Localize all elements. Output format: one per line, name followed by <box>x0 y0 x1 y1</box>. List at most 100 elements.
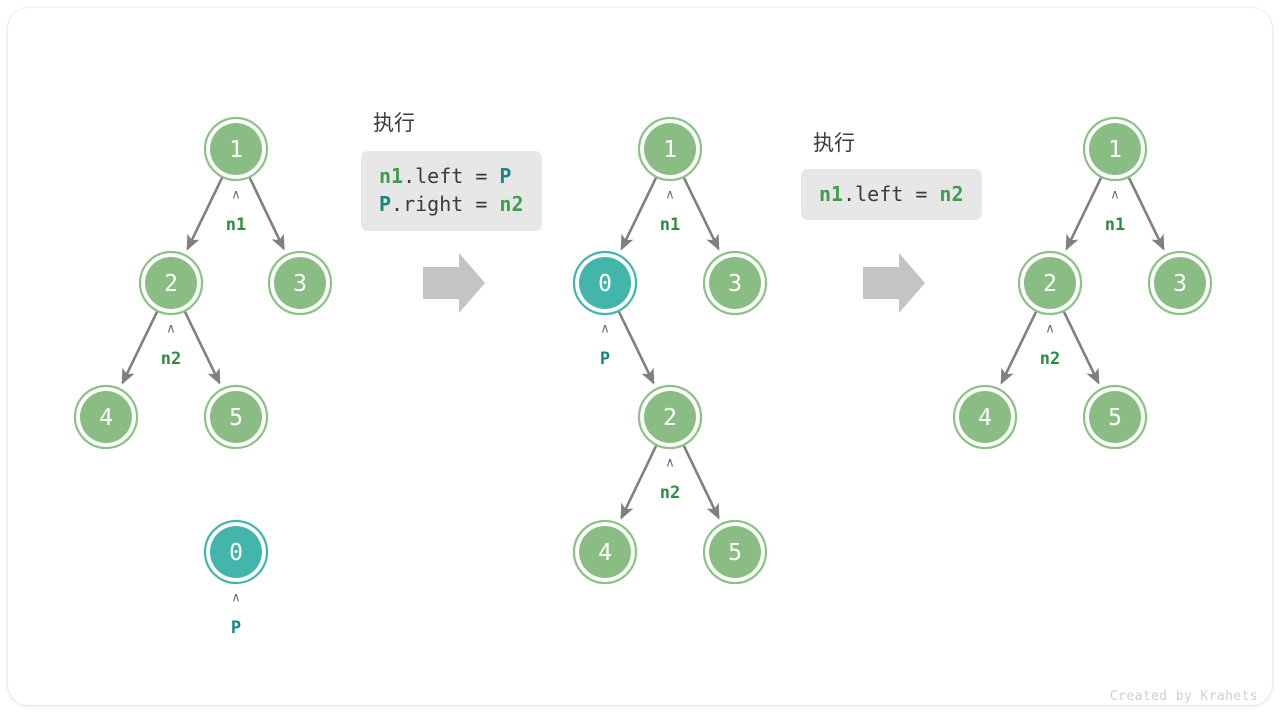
node-pointer-annotation: ∧n1 <box>660 188 680 236</box>
node-outer-ring <box>572 519 638 585</box>
tree-node[interactable]: 3 <box>1147 250 1213 316</box>
node-outer-ring <box>637 384 703 450</box>
node-outer-ring <box>637 116 703 182</box>
node-pointer-annotation: ∧P <box>600 322 610 370</box>
tree-node[interactable]: 5 <box>702 519 768 585</box>
node-value: 4 <box>598 540 612 566</box>
code-token: .left = <box>403 164 500 188</box>
tree-node[interactable]: 1 <box>1082 116 1148 182</box>
node-circle <box>210 526 262 578</box>
node-outer-ring <box>702 250 768 316</box>
tree-node[interactable]: 2 <box>138 250 204 316</box>
tree-edge <box>682 177 720 251</box>
node-pointer-annotation: ∧ n2 <box>161 322 181 370</box>
caret-up-icon: ∧ <box>665 188 675 203</box>
node-circle <box>274 257 326 309</box>
exec-label: 执行 <box>373 111 415 135</box>
tree-edges <box>121 177 285 385</box>
code-line: P.right = n2 <box>379 190 524 218</box>
tree-edge <box>183 311 221 385</box>
node-circle <box>145 257 197 309</box>
node-value: 5 <box>728 540 742 566</box>
code-snippet-box: n1.left = n2 <box>801 169 982 221</box>
pointer-label: n2 <box>161 349 181 369</box>
pointer-label: n2 <box>660 483 680 503</box>
step-transition-arrow-icon <box>863 253 925 313</box>
node-outer-ring <box>267 250 333 316</box>
tree-edge <box>1127 177 1165 251</box>
tree-node[interactable]: 2 <box>637 384 703 450</box>
tree-edge <box>620 177 658 251</box>
caret-up-icon: ∧ <box>1045 322 1055 337</box>
code-token: n1 <box>819 182 844 206</box>
node-outer-ring <box>203 519 269 585</box>
node-circle <box>959 391 1011 443</box>
caret-up-icon: ∧ <box>665 456 675 471</box>
node-value: 4 <box>978 405 992 431</box>
node-circle <box>1089 123 1141 175</box>
node-pointer-annotation: ∧P <box>231 591 241 639</box>
tree-node[interactable]: 0 <box>572 250 638 316</box>
node-circle <box>644 391 696 443</box>
node-value: 0 <box>229 540 243 566</box>
node-value: 2 <box>164 271 178 297</box>
code-token: .left = <box>843 182 940 206</box>
node-value: 5 <box>1108 405 1122 431</box>
tree-node[interactable]: 1 <box>203 116 269 182</box>
node-outer-ring <box>1082 384 1148 450</box>
tree-node[interactable]: 3 <box>702 250 768 316</box>
node-circle <box>1154 257 1206 309</box>
tree-edges <box>1000 177 1165 385</box>
node-circle <box>579 526 631 578</box>
node-circle <box>709 526 761 578</box>
credit-text: Created by Krahets <box>1109 689 1258 704</box>
tree-node[interactable]: 5 <box>203 384 269 450</box>
node-circle <box>579 257 631 309</box>
tree-edge <box>682 445 720 520</box>
code-token: P <box>499 164 512 188</box>
node-outer-ring <box>73 384 139 450</box>
node-outer-ring <box>702 519 768 585</box>
node-outer-ring <box>203 384 269 450</box>
tree-node[interactable]: 4 <box>572 519 638 585</box>
node-outer-ring <box>1147 250 1213 316</box>
node-outer-ring <box>138 250 204 316</box>
tree-edge <box>617 311 655 385</box>
pointer-label: P <box>231 618 241 638</box>
caret-up-icon: ∧ <box>1110 188 1120 203</box>
node-value: 1 <box>663 137 677 163</box>
pointer-label: n2 <box>1040 349 1060 369</box>
tree-node[interactable]: 2 <box>1017 250 1083 316</box>
tree-node[interactable]: 5 <box>1082 384 1148 450</box>
tree-node[interactable]: 4 <box>952 384 1018 450</box>
node-value: 3 <box>1173 271 1187 297</box>
pointer-label: P <box>600 349 610 369</box>
tree-edge <box>248 177 285 251</box>
code-token: P <box>379 192 392 217</box>
caret-up-icon: ∧ <box>600 322 610 337</box>
node-circle <box>644 123 696 175</box>
node-pointer-annotation: ∧n1 <box>226 188 246 236</box>
exec-label: 执行 <box>813 131 855 155</box>
node-pointer-annotation: ∧n1 <box>1105 188 1125 236</box>
node-value: 2 <box>663 405 677 431</box>
node-outer-ring <box>203 116 269 182</box>
node-value: 2 <box>1043 271 1057 297</box>
tree-node[interactable]: 3 <box>267 250 333 316</box>
step-1: 1 ∧n1 2 ∧ n2 3 4 5 0 ∧P <box>73 116 333 639</box>
tree-edge <box>1000 311 1038 385</box>
node-outer-ring <box>1082 116 1148 182</box>
step-transition-arrow-icon <box>423 253 485 313</box>
tree-edge <box>620 445 658 520</box>
node-circle <box>709 257 761 309</box>
tree-node[interactable]: 0 <box>203 519 269 585</box>
node-value: 0 <box>598 271 612 297</box>
node-value: 1 <box>229 137 243 163</box>
caret-up-icon: ∧ <box>166 322 176 337</box>
tree-node[interactable]: 1 <box>637 116 703 182</box>
node-value: 3 <box>293 271 307 297</box>
node-value: 4 <box>99 405 113 431</box>
tree-node[interactable]: 4 <box>73 384 139 450</box>
